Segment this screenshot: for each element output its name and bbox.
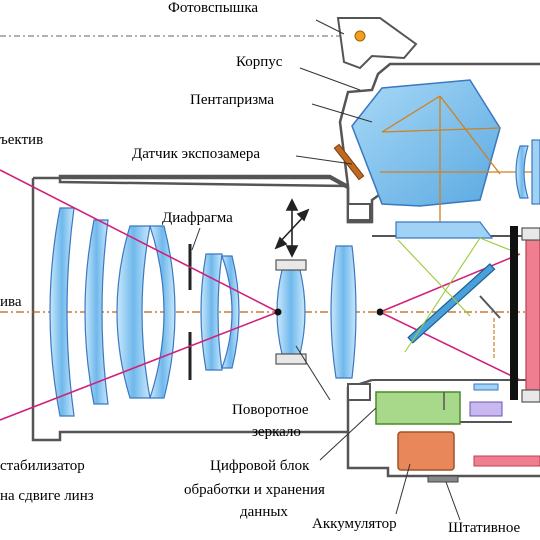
label-pentaprism: Пентапризма <box>190 92 274 108</box>
lens-element-5 <box>200 253 223 371</box>
tripod-socket <box>427 475 459 483</box>
shutter <box>510 226 518 400</box>
lens-element-1 <box>49 207 75 417</box>
label-battery: Аккумулятор <box>312 516 397 532</box>
focal-point-body <box>376 308 384 316</box>
eyepiece-lens-2 <box>531 139 540 205</box>
label-stab-2: на сдвиге линз <box>0 488 94 504</box>
display-strip <box>473 455 540 467</box>
eyepiece-lens-1 <box>515 145 529 199</box>
label-aperture: Диафрагма <box>162 210 233 226</box>
pentaprism-rays <box>380 95 540 236</box>
stabilizer-frame-top <box>275 259 307 271</box>
lens-mount-lower <box>347 383 371 401</box>
label-lens: ъектив <box>0 132 43 148</box>
focal-point-lens <box>274 308 282 316</box>
reflex-mirror <box>407 263 496 344</box>
label-meter: Датчик экспозамера <box>132 146 260 162</box>
leader-lines <box>191 19 461 521</box>
exposure-meter-sensor <box>333 143 365 181</box>
autofocus-sensor <box>469 401 503 417</box>
stabilizer-frame-bottom <box>275 353 307 365</box>
label-proc-2: обработки и хранения <box>184 482 325 498</box>
lens-element-6 <box>221 255 240 369</box>
lens-element-8 <box>330 245 357 379</box>
secondary-mirror <box>479 295 501 360</box>
stabilizer-motion-icon <box>274 198 310 258</box>
label-body: Корпус <box>236 54 283 70</box>
lens-element-2 <box>84 219 109 405</box>
pentaprism-shape <box>351 79 501 207</box>
image-sensor <box>525 239 540 391</box>
label-axis: ива <box>0 294 22 310</box>
label-flash: Фотовспышка <box>168 0 258 16</box>
processing-board <box>375 391 461 425</box>
label-proc-3: данных <box>240 504 288 520</box>
label-stab-1: стабилизатор <box>0 458 85 474</box>
sensor-mount-top <box>521 227 540 241</box>
flash-lamp-icon <box>354 30 366 42</box>
label-tripod: Штативное <box>448 520 521 536</box>
lens-mount-upper <box>347 203 371 221</box>
battery <box>397 431 455 471</box>
light-rays <box>0 169 521 421</box>
autofocus-lens <box>473 383 499 391</box>
label-mirror-1: Поворотное <box>232 402 309 418</box>
label-proc-1: Цифровой блок <box>210 458 310 474</box>
flash-housing <box>336 17 418 70</box>
focusing-screen <box>395 221 494 239</box>
label-mirror-2: зеркало <box>252 424 301 440</box>
sensor-mount-bottom <box>521 389 540 403</box>
